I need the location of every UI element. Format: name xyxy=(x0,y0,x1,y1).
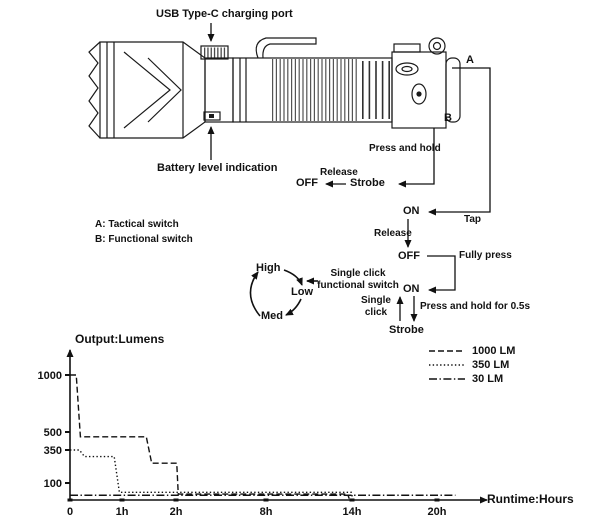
legend-label: 350 LM xyxy=(472,359,510,371)
press-and-hold-label: Press and hold xyxy=(369,143,441,154)
mode-cycle-arrows xyxy=(249,269,318,317)
strobe-hold-line xyxy=(398,128,435,188)
on-state-first: ON xyxy=(403,205,420,217)
legend-item-1000lm: 1000 LM xyxy=(428,344,515,358)
chart-title: Output:Lumens xyxy=(75,332,165,346)
tactical-switch xyxy=(395,62,419,76)
switch-legend-a: A: Tactical switch xyxy=(95,219,179,230)
battery-label: Battery level indication xyxy=(157,162,278,174)
flashlight-illustration xyxy=(88,37,461,139)
svg-text:350: 350 xyxy=(44,445,62,457)
x-axis-label: Runtime:Hours xyxy=(487,492,574,506)
chart-legend: 1000 LM 350 LM 30 LM xyxy=(428,344,515,386)
med-to-high-arrow xyxy=(249,271,261,317)
svg-text:8h: 8h xyxy=(260,506,273,518)
mode-high-label: High xyxy=(256,262,281,274)
svg-text:1h: 1h xyxy=(116,506,129,518)
mode-med-label: Med xyxy=(261,310,283,322)
legend-label: 1000 LM xyxy=(472,345,516,357)
single-click-functional-label: Single click functional switch xyxy=(317,268,399,291)
fully-press-label: Fully press xyxy=(459,250,512,261)
on-state-second: ON xyxy=(403,283,420,295)
svg-text:20h: 20h xyxy=(428,506,447,518)
dashdot-line-sample xyxy=(429,378,465,380)
svg-text:0: 0 xyxy=(67,506,73,518)
functional-switch xyxy=(411,83,427,105)
high-to-low-arrow xyxy=(283,269,303,286)
pocket-clip xyxy=(255,37,317,59)
svg-text:14h: 14h xyxy=(343,506,362,518)
runtime-chart: 0 1h 2h 8h 14h 20h 100 350 500 1000 xyxy=(38,349,488,518)
low-to-med-arrow xyxy=(285,298,302,316)
strobe-state-bottom: Strobe xyxy=(389,324,424,336)
single-click-label: Single click xyxy=(360,295,391,318)
switch-legend-b: B: Functional switch xyxy=(95,234,193,245)
release-label-mid: Release xyxy=(374,228,412,239)
tap-line xyxy=(428,67,491,216)
battery-indicator xyxy=(203,111,221,121)
svg-text:100: 100 xyxy=(44,478,62,490)
usb-port-cover xyxy=(200,45,229,60)
off-state-top: OFF xyxy=(296,177,318,189)
flow-lines xyxy=(207,23,491,322)
dotted-line-sample xyxy=(429,364,465,366)
press-hold-05-label: Press and hold for 0.5s xyxy=(420,301,531,312)
release-label-top: Release xyxy=(320,167,358,178)
switch-b-marker: B xyxy=(444,112,452,124)
strobe-state-top: Strobe xyxy=(350,177,385,189)
tap-label: Tap xyxy=(464,214,482,225)
legend-item-350lm: 350 LM xyxy=(428,358,515,372)
svg-text:500: 500 xyxy=(44,427,62,439)
svg-text:1000: 1000 xyxy=(38,370,62,382)
off-state-mid: OFF xyxy=(398,250,420,262)
lanyard-ring xyxy=(428,37,446,55)
legend-item-30lm: 30 LM xyxy=(428,372,515,386)
svg-text:2h: 2h xyxy=(170,506,183,518)
legend-label: 30 LM xyxy=(472,373,504,385)
usb-port-label: USB Type-C charging port xyxy=(156,8,293,20)
switch-a-marker: A xyxy=(466,54,474,66)
dashed-line-sample xyxy=(429,350,465,352)
mode-low-label: Low xyxy=(291,286,313,298)
fully-press-line xyxy=(427,255,456,294)
